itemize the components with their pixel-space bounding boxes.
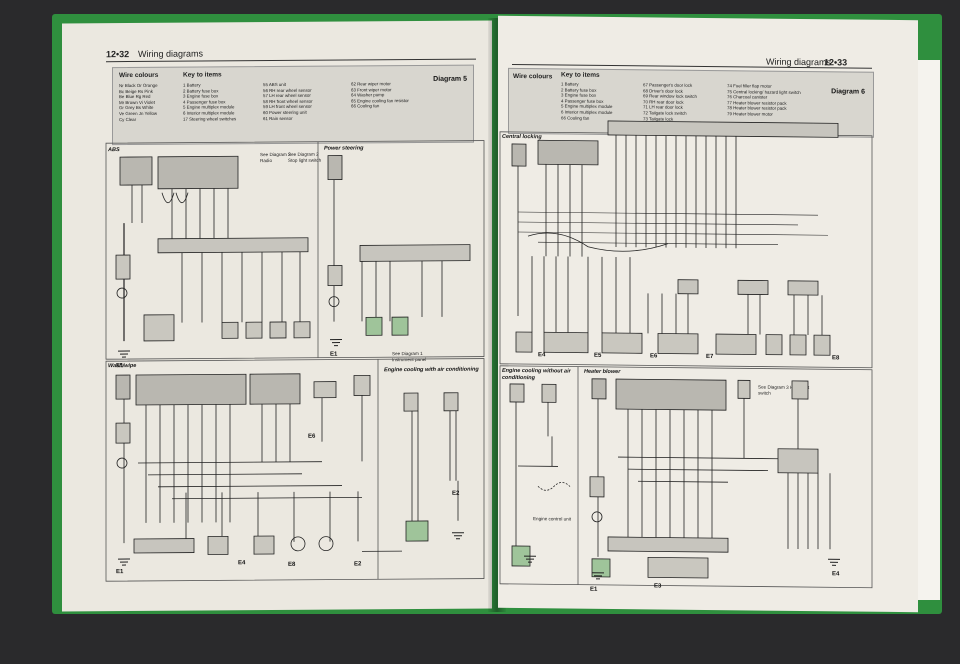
earth-label: E4 <box>538 352 546 359</box>
earth-label: E4 <box>832 571 840 578</box>
earth-label: E2 <box>452 490 460 497</box>
earth-label: E6 <box>650 353 658 360</box>
cover-flap-page <box>918 60 940 600</box>
earth-label: E8 <box>288 561 296 568</box>
earth-label: E1 <box>116 363 124 370</box>
earth-label: E1 <box>590 586 598 593</box>
earth-label: E1 <box>330 351 338 358</box>
earth-label: E1 <box>116 569 124 576</box>
left-page: 12•32 Wiring diagrams Wire colours Nr Bl… <box>62 20 492 612</box>
earth-label: E5 <box>594 352 602 359</box>
earth-label: E8 <box>832 355 840 362</box>
earth-label: E4 <box>238 560 246 567</box>
earth-label: E2 <box>354 561 362 568</box>
right-wiring-schematic <box>499 120 873 589</box>
earth-label: E3 <box>654 583 662 590</box>
earth-label: E6 <box>308 433 316 440</box>
earth-label: E7 <box>706 353 714 361</box>
right-page: Wiring diagrams 12•33 Wire colours Key t… <box>498 15 918 613</box>
left-wiring-schematic <box>105 140 485 582</box>
